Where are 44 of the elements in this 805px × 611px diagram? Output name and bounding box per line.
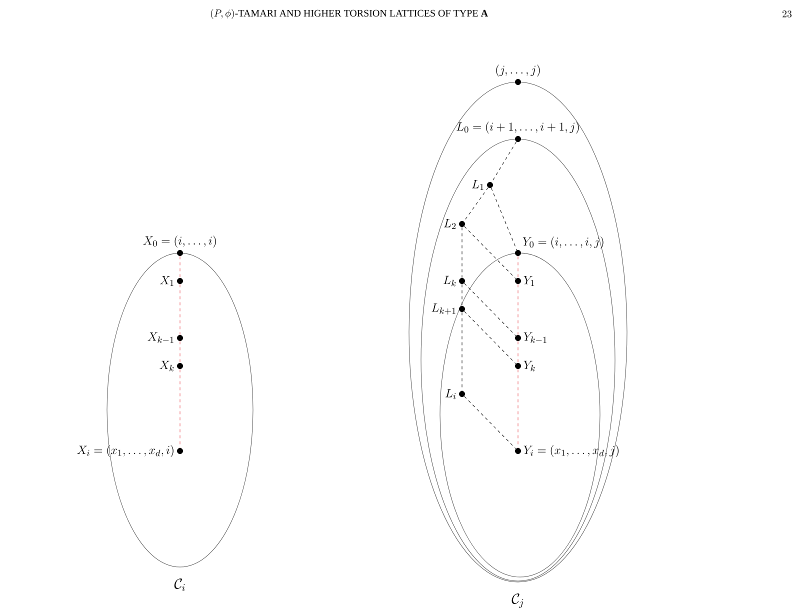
labeled-point: $X_0 = (i, \ldots, i)$	[143, 236, 216, 256]
labeled-point: $L_1$	[472, 180, 493, 190]
labeled-point: $L_2$	[444, 219, 465, 229]
node-label: $L_1$	[472, 180, 484, 190]
node-label: $X_{k-1}$	[148, 332, 174, 343]
node-label: $L_0 = (i+1, \ldots, i+1, j)$	[456, 122, 579, 134]
node-label: $Y_1$	[524, 276, 534, 286]
node-label: $L_2$	[444, 219, 456, 229]
node-label: $Y_k$	[524, 360, 535, 372]
node-label: $Y_0 = (i, \ldots, i, j)$	[522, 236, 604, 249]
labeled-point: $L_{k+1}$	[432, 303, 465, 315]
labeled-point: $X_i = (x_1, \ldots, x_d, i)$	[77, 445, 183, 457]
node-label: $\mathcal{C}_j$	[512, 593, 524, 608]
labeled-point: $(j, \ldots, j)$	[496, 64, 540, 85]
page-number: $23$	[782, 10, 792, 18]
labeled-point: $L_k$	[444, 276, 465, 286]
dashed-line	[464, 396, 516, 449]
labeled-point: $L_i$	[446, 389, 465, 400]
dashed-line	[490, 188, 518, 250]
labeled-point: $Y_0 = (i, \ldots, i, j)$	[515, 236, 604, 256]
dashed-line	[464, 226, 516, 279]
running-header: $(P,\phi)\text{-TAMARI AND HIGHER TORSION LATTICES OF TYPE }\mathbf{A}$	[210, 8, 488, 19]
node-label: $L_k$	[444, 276, 456, 286]
labeled-point: $X_{k-1}$	[148, 332, 183, 343]
dashed-line	[464, 187, 488, 222]
node-label: $X_0 = (i, \ldots, i)$	[143, 236, 216, 248]
labeled-point: $Y_i = (x_1, \ldots, x_d, j)$	[515, 445, 619, 457]
labeled-point: $Y_k$	[515, 360, 535, 372]
dashed-line	[464, 311, 516, 364]
dashed-line	[491, 141, 517, 182]
node-label: $\mathcal{C}_i$	[174, 578, 185, 591]
node-label: $X_1$	[160, 276, 174, 286]
node-label: $X_k$	[160, 360, 174, 372]
node-label: $Y_{k-1}$	[524, 332, 546, 343]
dashed-line	[464, 283, 516, 336]
node-label: $X_i = (x_1, \ldots, x_d, i)$	[77, 444, 174, 458]
labeled-point: $X_1$	[160, 276, 183, 286]
node-label: $(j, \ldots, j)$	[496, 64, 540, 77]
labeled-point: $Y_{k-1}$	[515, 332, 546, 343]
labeled-point: $Y_1$	[515, 276, 534, 286]
labeled-point: $X_k$	[160, 360, 183, 372]
node-label: $L_{k+1}$	[432, 303, 456, 315]
node-label: $L_i$	[445, 389, 456, 400]
labeled-point: $L_0 = (i+1, \ldots, i+1, j)$	[456, 122, 579, 142]
